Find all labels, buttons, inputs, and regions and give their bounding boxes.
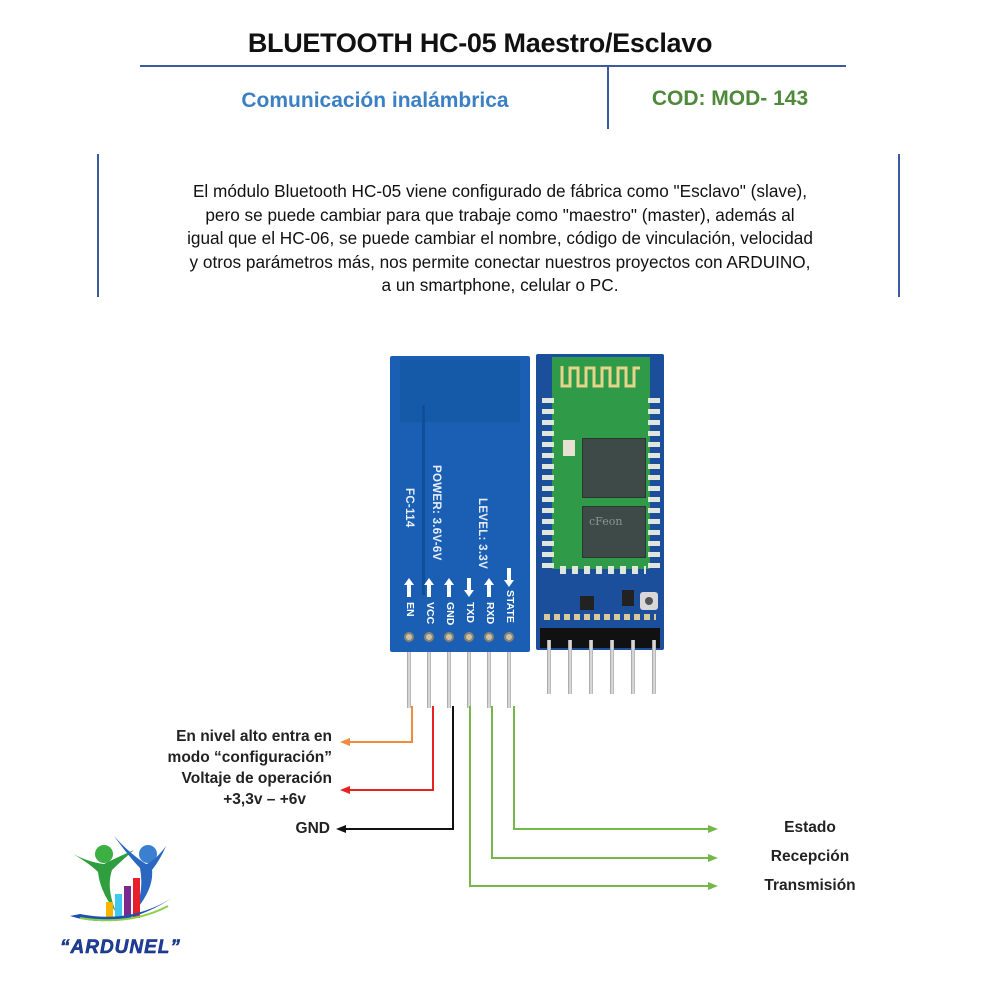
header-vertical-divider <box>607 67 609 129</box>
ardunel-logo-icon <box>60 832 180 932</box>
header-pin <box>610 640 614 694</box>
description-line: igual que el HC-06, se puede cambiar el … <box>187 228 813 248</box>
annotation-en: En nivel alto entra en modo “configuraci… <box>150 726 332 768</box>
header-pin-vcc <box>427 652 431 708</box>
solder-pad <box>504 632 514 642</box>
header-pin <box>631 640 635 694</box>
annotation-vcc-line: Voltaje de operación <box>181 770 332 787</box>
pin-label-txd: TXD <box>464 602 476 623</box>
header-pin-en <box>407 652 411 708</box>
pin-gnd-arrow-up-icon <box>444 578 454 597</box>
header-pin-state <box>507 652 511 708</box>
pin-label-en: EN <box>404 602 416 617</box>
description-line: a un smartphone, celular o PC. <box>381 275 619 295</box>
description-border-left <box>97 154 99 297</box>
pin-label-state: STATE <box>504 590 516 623</box>
description-line: El módulo Bluetooth HC-05 viene configur… <box>192 181 808 201</box>
product-code: COD: MOD- 143 <box>651 87 809 110</box>
solder-pad <box>444 632 454 642</box>
smd-components <box>544 614 656 620</box>
pcb-trace <box>422 405 425 595</box>
castellated-pads-bottom <box>560 566 646 574</box>
annotation-en-line: En nivel alto entra en <box>176 728 332 745</box>
pin-label-gnd: GND <box>444 602 456 626</box>
crystal <box>563 440 575 456</box>
header-pin <box>589 640 593 694</box>
annotation-state: Estado <box>784 819 836 836</box>
description-border-right <box>898 154 900 297</box>
header-pin <box>568 640 572 694</box>
pin-state-arrow-down-icon <box>504 568 514 587</box>
pin-vcc-arrow-up-icon <box>424 578 434 597</box>
reset-button <box>640 592 658 610</box>
solder-pad <box>424 632 434 642</box>
description-line: pero se puede cambiar para que trabaje c… <box>205 204 795 225</box>
flash-chip: cFeon <box>582 506 646 558</box>
solder-pad <box>484 632 494 642</box>
logo-text: “ARDUNEL” <box>60 937 181 959</box>
subtitle: Comunicación inalámbrica <box>241 89 509 112</box>
silkscreen-power: POWER: 3.6V-6V <box>430 465 442 561</box>
bluetooth-chip <box>582 438 646 498</box>
annotation-en-line: modo “configuración” <box>167 749 332 766</box>
header-pin <box>547 640 551 694</box>
transistor <box>622 590 634 606</box>
header-pin-rxd <box>487 652 491 708</box>
pcb-antenna-icon <box>560 362 642 390</box>
annotation-rxd: Recepción <box>770 848 850 865</box>
header-divider <box>140 65 846 67</box>
silkscreen-level: LEVEL: 3.3V <box>476 498 488 570</box>
pin-label-rxd: RXD <box>484 602 496 625</box>
regulator-chip <box>580 596 594 610</box>
module-back-shield <box>400 360 520 422</box>
annotation-vcc: Voltaje de operación +3,3v – +6v <box>150 768 332 810</box>
header-pin-txd <box>467 652 471 708</box>
castellated-pads-left <box>542 398 554 568</box>
header-pin <box>652 640 656 694</box>
pin-en-arrow-up-icon <box>404 578 414 597</box>
annotation-vcc-line: +3,3v – +6v <box>223 791 306 808</box>
annotation-txd: Transmisión <box>764 877 856 894</box>
solder-pad <box>404 632 414 642</box>
pin-txd-arrow-down-icon <box>464 578 474 597</box>
chip-marking: cFeon <box>589 515 623 528</box>
castellated-pads-right <box>648 398 660 568</box>
solder-pad <box>464 632 474 642</box>
annotation-gnd: GND <box>295 820 330 837</box>
description: El módulo Bluetooth HC-05 viene configur… <box>105 180 895 298</box>
silkscreen-board-id: FC-114 <box>403 488 415 528</box>
description-line: y otros parámetros más, nos permite cone… <box>189 251 811 272</box>
pin-label-vcc: VCC <box>424 602 436 625</box>
page-title: BLUETOOTH HC-05 Maestro/Esclavo <box>247 28 713 58</box>
pin-rxd-arrow-up-icon <box>484 578 494 597</box>
header-pin-gnd <box>447 652 451 708</box>
